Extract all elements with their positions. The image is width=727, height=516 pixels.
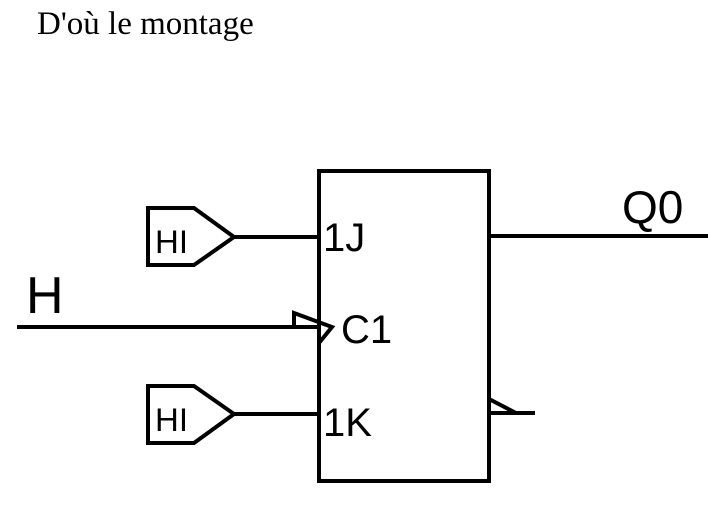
hi-connector-j: HI — [146, 206, 238, 267]
clock-edge-triangle-icon — [292, 310, 336, 345]
hi-connector-k-label: HI — [155, 402, 188, 438]
hi-connector-k-shape — [146, 384, 238, 445]
input-label-1j: 1J — [323, 216, 365, 260]
clock-signal-label: H — [26, 267, 64, 325]
input-label-c1: C1 — [341, 308, 392, 352]
input-label-1k: 1K — [323, 401, 372, 445]
negation-indicator-icon — [488, 397, 517, 415]
hi-connector-k: HI — [146, 384, 238, 445]
hi-connector-j-label: HI — [155, 224, 188, 260]
hi-connector-j-shape — [146, 206, 238, 267]
caption: D'où le montage — [37, 6, 254, 42]
output-label-q0: Q0 — [622, 181, 683, 233]
